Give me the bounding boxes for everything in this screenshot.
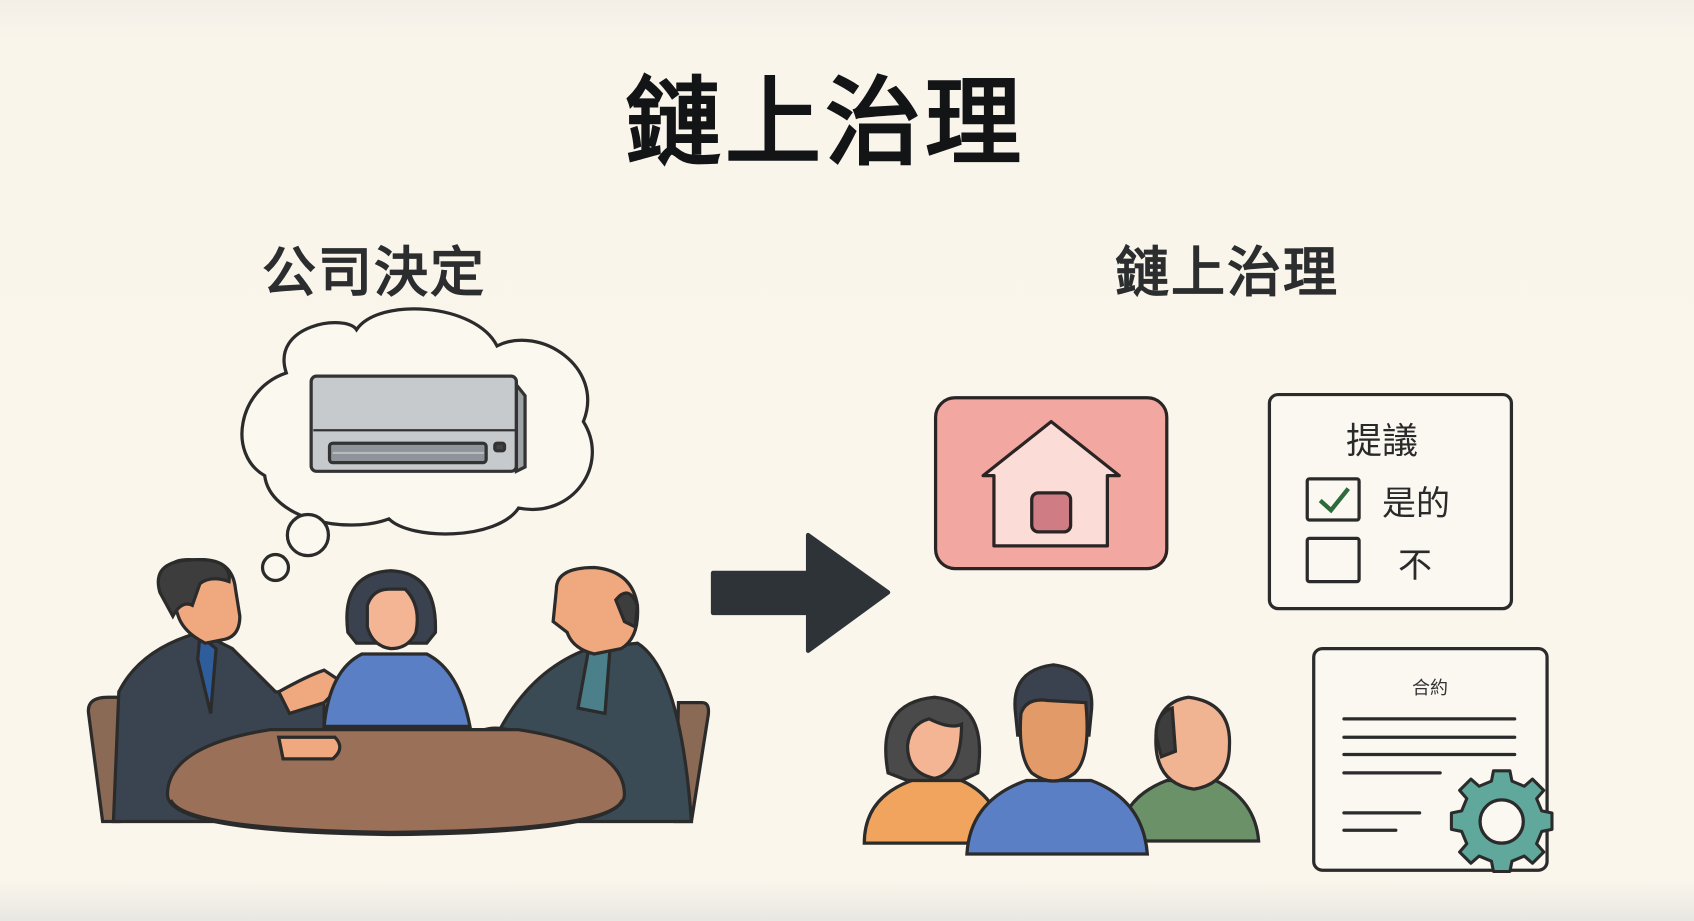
gear-icon [1449, 769, 1554, 874]
house-icon [933, 396, 1169, 571]
right-arrow-icon [710, 532, 891, 653]
checkbox-yes [1305, 477, 1361, 522]
meeting-table [165, 728, 627, 837]
option-no-label: 不 [1398, 546, 1432, 586]
left-heading: 公司決定 [262, 241, 486, 304]
page-title: 鏈上治理 [625, 67, 1025, 179]
checkbox-no [1305, 536, 1361, 584]
contract-title: 合約 [1412, 678, 1448, 699]
option-yes-label: 是的 [1382, 484, 1450, 524]
right-heading: 鏈上治理 [1115, 241, 1339, 304]
air-conditioner-icon [309, 374, 527, 474]
community-people [862, 663, 1261, 856]
person-woman [322, 569, 472, 729]
proposal-card [1267, 392, 1514, 611]
proposal-title: 提議 [1346, 421, 1419, 462]
